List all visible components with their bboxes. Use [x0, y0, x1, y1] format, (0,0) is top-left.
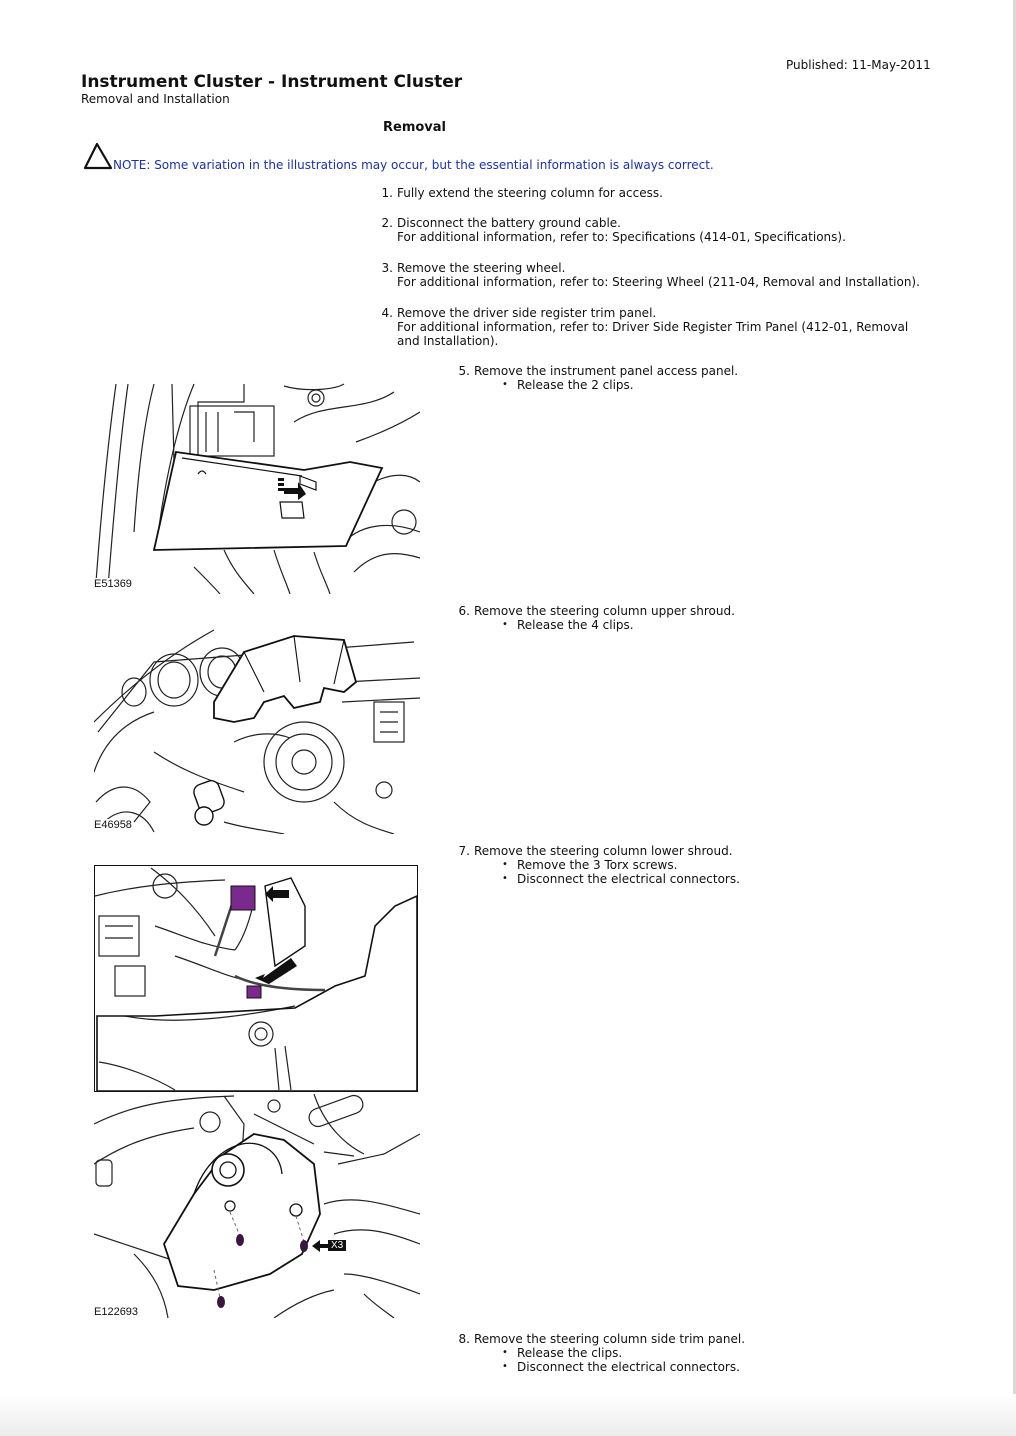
step-text: Remove the steering column upper shroud.: [474, 604, 735, 618]
section-title: Removal: [383, 120, 447, 135]
step-text: Remove the steering wheel.: [397, 261, 566, 275]
bullet-item: Release the 2 clips.: [502, 378, 738, 392]
bullet-item: Disconnect the electrical connectors.: [502, 1360, 745, 1374]
step-text: Remove the driver side register trim pan…: [397, 306, 657, 320]
screw-count-callout: X3: [328, 1240, 347, 1251]
published-date: Published: 11-May-2011: [786, 58, 931, 72]
figure-lower-shroud-connectors: [94, 865, 418, 1092]
figure-label: E122693: [94, 1306, 139, 1318]
figure-label: E46958: [94, 819, 132, 831]
step-number: 8.: [458, 1332, 470, 1346]
warning-triangle-icon: [83, 142, 113, 170]
page-title: Instrument Cluster - Instrument Cluster: [81, 72, 463, 92]
step-number: 7.: [458, 844, 470, 858]
step-number: 4.: [381, 306, 393, 320]
step-number: 2.: [381, 216, 393, 230]
step-1: 1. Fully extend the steering column for …: [382, 186, 663, 200]
step-number: 3.: [381, 261, 393, 275]
step-3: 3. Remove the steering wheel. For additi…: [382, 261, 920, 289]
step-text: Disconnect the battery ground cable.: [397, 216, 621, 230]
figure-label: E51369: [94, 578, 132, 590]
figure-access-panel: E51369: [94, 382, 420, 594]
figure-lower-shroud-screws: X3 E122693: [94, 1094, 420, 1318]
upper-shroud-illustration: [94, 629, 420, 834]
lower-shroud-screws-illustration: [94, 1094, 420, 1318]
step-reference: For additional information, refer to: Dr…: [397, 320, 909, 334]
step-number: 1.: [381, 186, 393, 200]
page-subtitle: Removal and Installation: [81, 92, 230, 106]
step-6: 6. Remove the steering column upper shro…: [459, 604, 735, 632]
step-text: Remove the steering column lower shroud.: [474, 844, 733, 858]
access-panel-illustration: [95, 383, 420, 594]
step-number: 5.: [458, 364, 470, 378]
lower-shroud-connectors-illustration: [95, 867, 417, 1091]
step-5: 5. Remove the instrument panel access pa…: [459, 364, 739, 392]
step-reference: For additional information, refer to: Sp…: [397, 230, 846, 244]
bullet-item: Release the clips.: [502, 1346, 745, 1360]
step-2: 2. Disconnect the battery ground cable. …: [382, 216, 846, 244]
step-number: 6.: [458, 604, 470, 618]
step-reference: For additional information, refer to: St…: [397, 275, 920, 289]
step-reference-cont: and Installation).: [397, 334, 499, 348]
page-bottom-shadow: [0, 1394, 1016, 1436]
page-edge: [1013, 0, 1016, 1436]
step-4: 4. Remove the driver side register trim …: [382, 306, 909, 348]
bullet-item: Release the 4 clips.: [502, 618, 735, 632]
figure-upper-shroud: E46958: [94, 622, 420, 834]
step-7: 7. Remove the steering column lower shro…: [459, 844, 740, 886]
step-text: Remove the instrument panel access panel…: [474, 364, 739, 378]
step-8: 8. Remove the steering column side trim …: [459, 1332, 746, 1374]
bullet-item: Remove the 3 Torx screws.: [502, 858, 740, 872]
step-text: Fully extend the steering column for acc…: [397, 186, 663, 200]
bullet-item: Disconnect the electrical connectors.: [502, 872, 740, 886]
note-text: NOTE: Some variation in the illustration…: [113, 158, 714, 172]
step-text: Remove the steering column side trim pan…: [474, 1332, 746, 1346]
